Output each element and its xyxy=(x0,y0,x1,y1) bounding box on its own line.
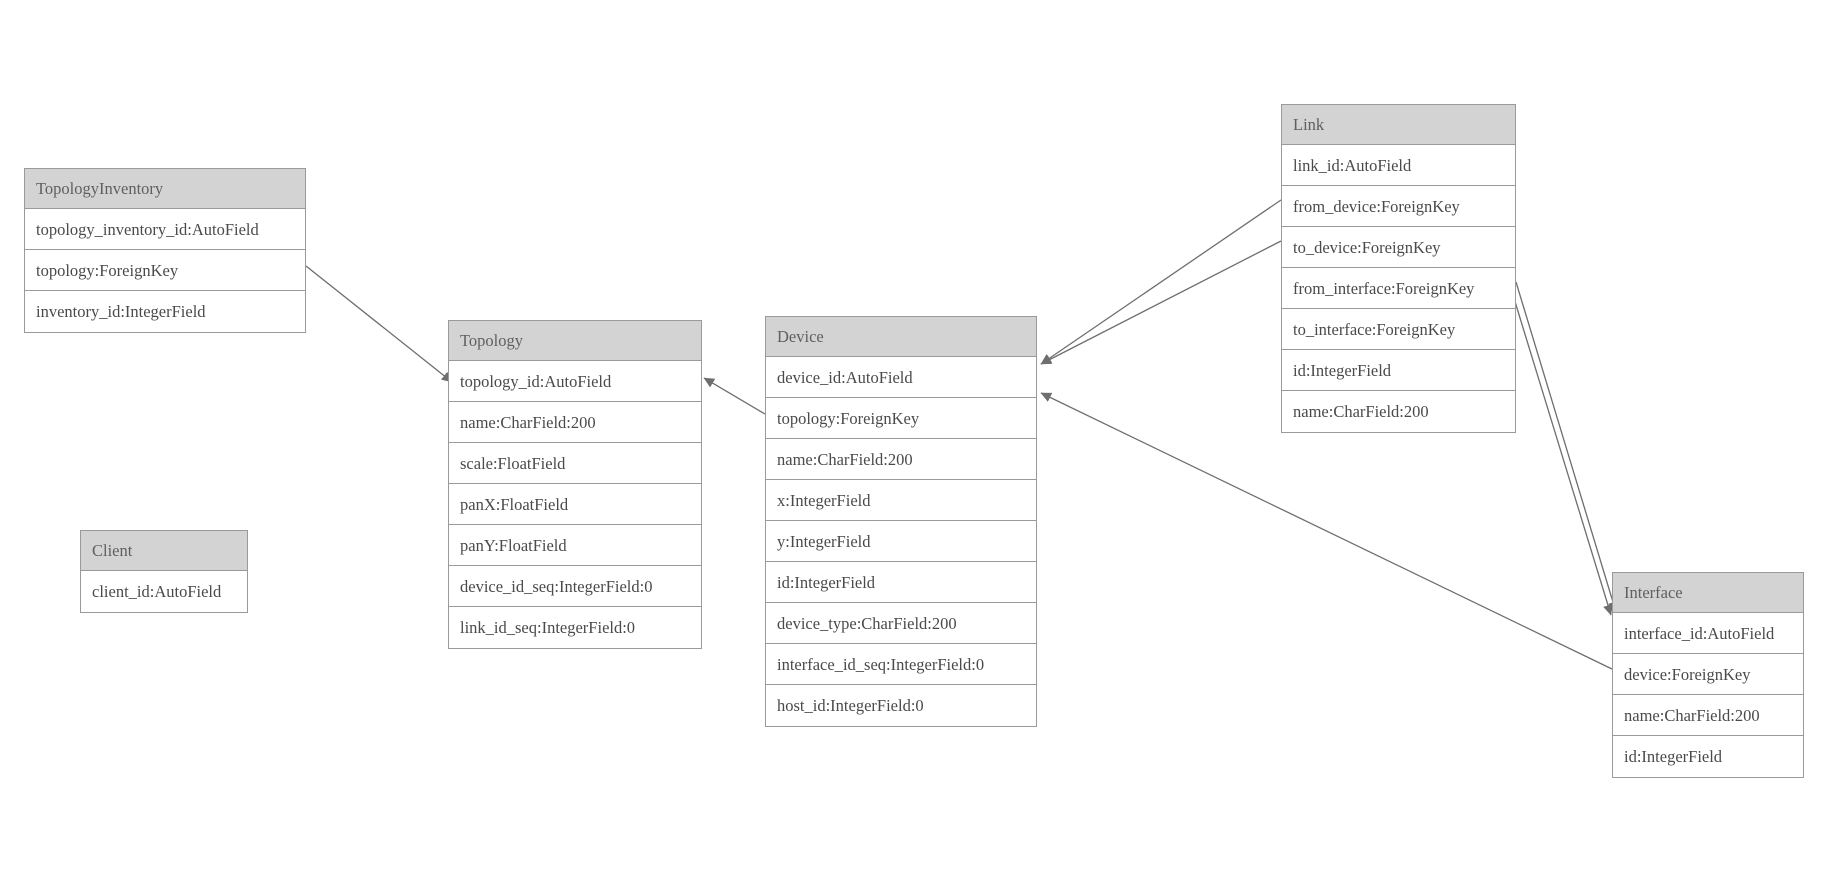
entity-field: id:IntegerField xyxy=(1624,747,1723,766)
entity-client[interactable]: Client client_id:AutoField xyxy=(80,530,248,613)
entity-title-interface: Interface xyxy=(1613,573,1803,613)
entity-field: interface_id_seq:IntegerField:0 xyxy=(766,644,1036,685)
entity-field: id:IntegerField xyxy=(766,562,1036,603)
entity-field: inventory_id:IntegerField xyxy=(36,302,206,321)
entity-field: name:CharField:200 xyxy=(1613,695,1803,736)
entity-title-topology: Topology xyxy=(449,321,701,361)
entity-field: panX:FloatField xyxy=(449,484,701,525)
entity-title-device: Device xyxy=(766,317,1036,357)
entity-field: id:IntegerField xyxy=(1282,350,1515,391)
entity-field: topology_inventory_id:AutoField xyxy=(25,209,305,250)
rel-topologyinventory-topology xyxy=(305,265,453,383)
rel-interface-device xyxy=(1040,392,1613,670)
entity-title-link: Link xyxy=(1282,105,1515,145)
entity-field: x:IntegerField xyxy=(766,480,1036,521)
rel-link-from-device xyxy=(1040,199,1282,365)
entity-field: y:IntegerField xyxy=(766,521,1036,562)
entity-field: device_id:AutoField xyxy=(766,357,1036,398)
entity-field: device:ForeignKey xyxy=(1613,654,1803,695)
entity-field: from_device:ForeignKey xyxy=(1282,186,1515,227)
entity-field: name:CharField:200 xyxy=(766,439,1036,480)
entity-field: device_id_seq:IntegerField:0 xyxy=(449,566,701,607)
entity-field: topology:ForeignKey xyxy=(25,250,305,291)
entity-field: name:CharField:200 xyxy=(449,402,701,443)
entity-field: device_type:CharField:200 xyxy=(766,603,1036,644)
entity-field: from_interface:ForeignKey xyxy=(1282,268,1515,309)
entity-title-client: Client xyxy=(81,531,247,571)
entity-field: host_id:IntegerField:0 xyxy=(777,696,924,715)
entity-field: name:CharField:200 xyxy=(1293,402,1429,421)
entity-field: to_device:ForeignKey xyxy=(1282,227,1515,268)
entity-field: link_id:AutoField xyxy=(1282,145,1515,186)
entity-field: scale:FloatField xyxy=(449,443,701,484)
rel-link-to-interface xyxy=(1508,281,1613,616)
entity-field: topology:ForeignKey xyxy=(766,398,1036,439)
rel-device-topology xyxy=(703,377,766,415)
rel-link-to-device xyxy=(1040,240,1282,365)
entity-field: link_id_seq:IntegerField:0 xyxy=(460,618,636,637)
entity-field: to_interface:ForeignKey xyxy=(1282,309,1515,350)
entity-fields-client: client_id:AutoField xyxy=(81,571,247,612)
entity-field: interface_id:AutoField xyxy=(1613,613,1803,654)
entity-title-topology_inventory: TopologyInventory xyxy=(25,169,305,209)
entity-field: topology_id:AutoField xyxy=(449,361,701,402)
entity-field: panY:FloatField xyxy=(449,525,701,566)
entity-field: client_id:AutoField xyxy=(92,582,222,601)
rel-link-from-interface xyxy=(1515,281,1618,613)
